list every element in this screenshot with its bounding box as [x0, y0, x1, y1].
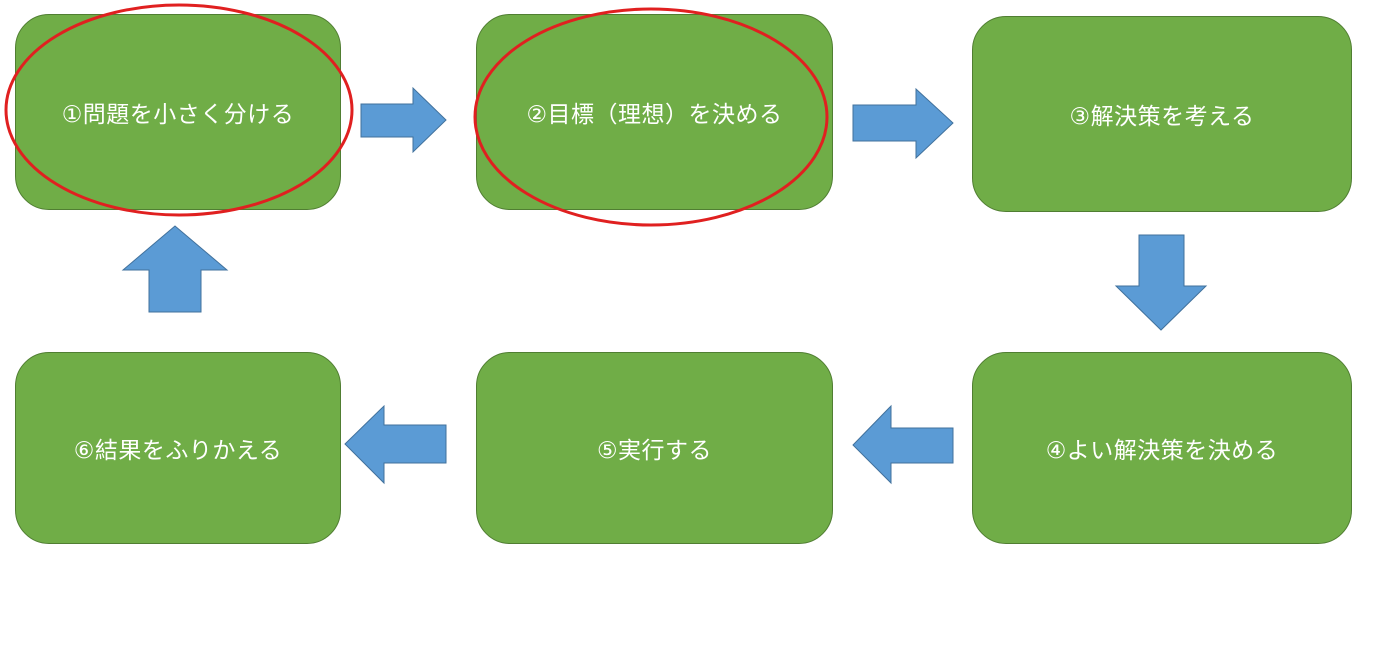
- step-box-2: ②目標（理想）を決める: [476, 14, 833, 210]
- arrow-left-4-to-5: [852, 404, 954, 485]
- step-box-1: ①問題を小さく分ける: [15, 14, 341, 210]
- arrow-left-5-to-6: [344, 404, 447, 485]
- arrow-down-3-to-4: [1114, 234, 1208, 331]
- step-label-5: ⑤実行する: [596, 438, 713, 464]
- step-label-2: ②目標（理想）を決める: [526, 102, 783, 128]
- step-box-6: ⑥結果をふりかえる: [15, 352, 341, 544]
- step-label-4: ④よい解決策を決める: [1045, 438, 1279, 464]
- step-box-4: ④よい解決策を決める: [972, 352, 1352, 544]
- step-label-6: ⑥結果をふりかえる: [73, 438, 283, 464]
- arrow-right-2-to-3: [852, 87, 954, 160]
- step-label-3: ③解決策を考える: [1069, 104, 1255, 130]
- step-box-5: ⑤実行する: [476, 352, 833, 544]
- step-label-1: ①問題を小さく分ける: [61, 102, 295, 128]
- arrow-up-6-to-1: [121, 225, 229, 313]
- arrow-right-1-to-2: [360, 86, 447, 154]
- step-box-3: ③解決策を考える: [972, 16, 1352, 212]
